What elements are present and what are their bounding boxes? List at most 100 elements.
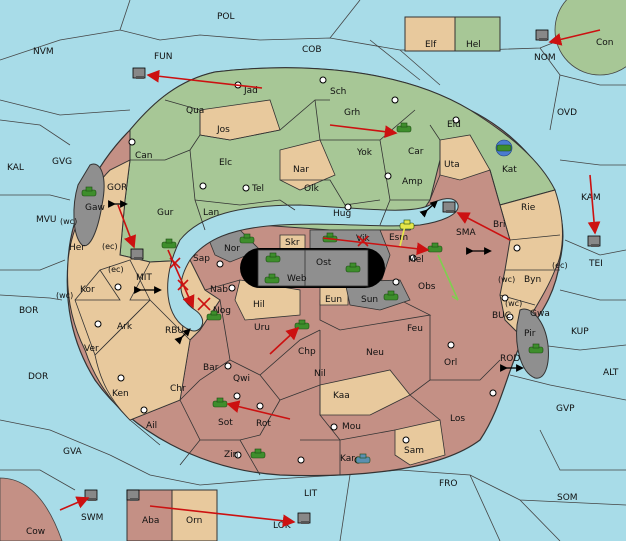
label-olk: Olk	[304, 184, 320, 194]
label-elc: Elc	[219, 158, 232, 168]
label-som: SOM	[557, 493, 578, 503]
label-bor: BOR	[19, 306, 38, 316]
label-jos: Jos	[216, 125, 230, 135]
label-orl: Orl	[444, 358, 457, 368]
label-pir: Pir	[524, 329, 536, 339]
label-sam: Sam	[404, 446, 424, 456]
label-lan: Lan	[203, 208, 219, 218]
label-sot: Sot	[218, 418, 233, 428]
label-ark: Ark	[117, 322, 133, 332]
label-pol: POL	[217, 12, 235, 22]
region-ark[interactable]	[74, 259, 151, 356]
label-fun: FUN	[154, 52, 173, 62]
army-units	[81, 122, 544, 464]
label-ver: Ver	[84, 344, 99, 354]
label-hel: Hel	[466, 40, 481, 50]
fleet-units	[84, 29, 601, 524]
label-gur: Gur	[157, 208, 174, 218]
label-ost: Ost	[316, 258, 332, 268]
label-bri: Bri	[493, 220, 505, 230]
label-rot: Rot	[256, 419, 271, 429]
label-esm: Esm	[389, 233, 408, 243]
region-pir[interactable]	[516, 308, 549, 379]
label-gva: GVA	[63, 447, 83, 457]
label-kal: KAL	[7, 163, 24, 173]
region-elf[interactable]	[404, 16, 456, 52]
label-mel: Mel	[408, 255, 424, 265]
label-sch: Sch	[330, 87, 346, 97]
label-ovd: OVD	[557, 108, 577, 118]
coast-wc-1: (wc)	[60, 217, 77, 226]
label-gwa: Gwa	[530, 309, 550, 319]
label-qua: Qua	[186, 106, 204, 116]
label-kor: Kor	[80, 285, 95, 295]
label-sma: SMA	[456, 228, 476, 238]
label-uta: Uta	[444, 160, 460, 170]
label-jad: Jad	[243, 86, 258, 96]
supply-centers	[94, 76, 521, 464]
region-chr-ken[interactable]	[94, 299, 191, 421]
region-orn[interactable]	[171, 489, 218, 541]
label-neu: Neu	[366, 348, 384, 358]
label-nom: NOM	[534, 53, 556, 63]
region-labels: POL NVM FUN COB NOM Con OVD KAL GVG GOR …	[7, 12, 619, 537]
label-hug: Hug	[333, 209, 351, 219]
label-nor: Nor	[224, 244, 240, 254]
label-lit: LIT	[304, 489, 318, 499]
region-hil[interactable]	[234, 279, 301, 321]
label-nar: Nar	[293, 165, 309, 175]
coast-ec-2: (ec)	[108, 265, 124, 274]
region-gaw[interactable]	[73, 163, 105, 247]
label-her: Her	[69, 243, 85, 253]
fleet-tei	[587, 235, 601, 247]
region-hel[interactable]	[454, 16, 501, 52]
label-kaa: Kaa	[333, 391, 350, 401]
label-yok: Yok	[356, 148, 373, 158]
label-chp: Chp	[298, 347, 316, 357]
label-dor: DOR	[28, 372, 48, 382]
move-orders	[59, 29, 601, 528]
label-mvu: MVU	[36, 215, 57, 225]
region-con-land[interactable]	[554, 0, 626, 76]
label-rbu: RBU	[165, 326, 184, 336]
label-kup: KUP	[571, 327, 589, 337]
label-vik: Vik	[356, 234, 370, 244]
label-con: Con	[596, 38, 614, 48]
label-chr: Chr	[170, 384, 186, 394]
label-obs: Obs	[418, 282, 436, 292]
coast-ec-3: (ec)	[552, 261, 568, 270]
region-nar[interactable]	[279, 139, 336, 191]
label-sun: Sun	[361, 295, 378, 305]
label-kar: Kar	[340, 454, 355, 464]
fleet-swm	[84, 489, 98, 501]
coast-ec-1: (ec)	[102, 242, 118, 251]
label-tei: TEI	[588, 259, 603, 269]
label-orn: Orn	[186, 516, 202, 526]
label-eld: Eld	[447, 120, 461, 130]
label-gaw: Gaw	[85, 203, 105, 213]
canal-markers	[108, 200, 524, 372]
convoy-orders	[399, 225, 406, 247]
label-fro: FRO	[439, 479, 458, 489]
support-orders	[437, 254, 459, 301]
label-cow: Cow	[26, 527, 45, 537]
label-tel: Tel	[251, 184, 264, 194]
label-sap: Sap	[193, 254, 210, 264]
label-rod: ROD	[500, 354, 520, 364]
label-skr: Skr	[285, 238, 300, 248]
label-nil: Nil	[314, 369, 326, 379]
label-mou: Mou	[342, 422, 361, 432]
fleet-nom	[535, 29, 549, 41]
label-nog: Nog	[213, 306, 231, 316]
region-tan-east	[499, 189, 563, 336]
fleet-sma	[442, 201, 456, 213]
label-zin: Zin	[224, 450, 238, 460]
label-gvg: GVG	[52, 157, 72, 167]
label-nvm: NVM	[33, 47, 54, 57]
label-feu: Feu	[407, 324, 423, 334]
label-buc: BUC	[492, 311, 511, 321]
label-alt: ALT	[603, 368, 619, 378]
label-ail: Ail	[146, 421, 157, 431]
label-rie: Rie	[521, 203, 536, 213]
region-sam[interactable]	[394, 419, 446, 466]
